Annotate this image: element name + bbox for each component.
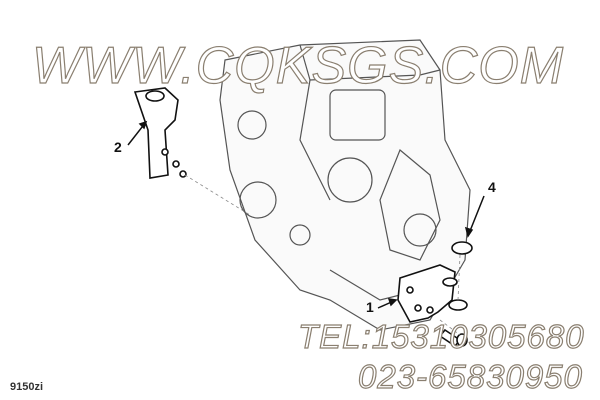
figure-code: 9150zi bbox=[10, 381, 44, 393]
watermark-url: WWW.CQKSGS.COM bbox=[31, 37, 565, 95]
assembly-lines bbox=[184, 174, 461, 336]
washer-lower bbox=[448, 299, 468, 311]
watermark-tel: TEL:15310305680 bbox=[297, 318, 585, 355]
callout-1: 1 bbox=[366, 299, 374, 315]
leader-arrows bbox=[127, 120, 485, 309]
callout-4: 4 bbox=[488, 179, 496, 195]
engine-block bbox=[219, 39, 471, 331]
bracket-part-2 bbox=[133, 87, 187, 179]
watermark-phone: 023-65830950 bbox=[357, 358, 583, 395]
bolt bbox=[438, 328, 468, 348]
washer-part-4 bbox=[451, 241, 473, 255]
bracket-part-1 bbox=[397, 264, 458, 323]
callout-2: 2 bbox=[114, 139, 122, 155]
